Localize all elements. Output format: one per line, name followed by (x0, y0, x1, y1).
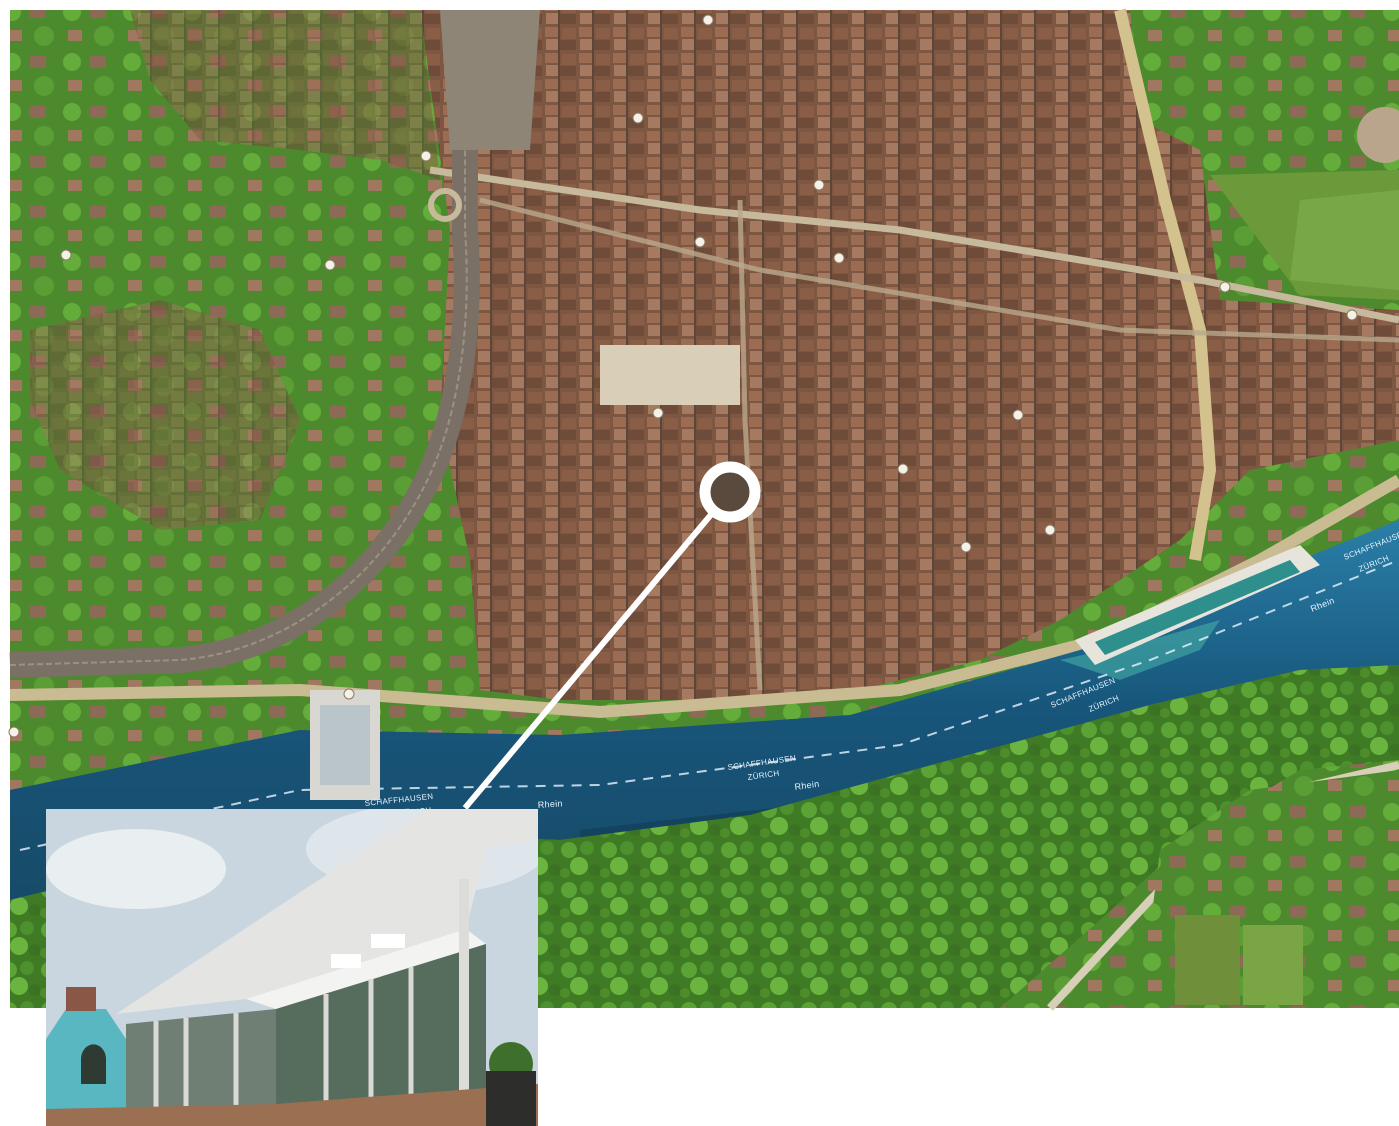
rooftop-pavilion-photo (46, 809, 538, 1126)
poi-dot (1012, 409, 1024, 421)
route-label-1b: ZÜRICH (747, 769, 780, 782)
harbor-pier (310, 690, 380, 800)
poi-dot (8, 726, 20, 738)
railway-tracks (9, 10, 468, 666)
poi-dot (694, 236, 706, 248)
poi-dot (324, 259, 336, 271)
pavilion-glass (126, 1009, 276, 1114)
pavilion-roof (116, 809, 538, 1014)
sports-field (1175, 915, 1240, 1005)
poi-dot (897, 463, 909, 475)
town-square (600, 345, 740, 405)
riverside-road (9, 474, 1399, 719)
poi-dot (702, 14, 714, 26)
poi-markers (8, 14, 1358, 738)
poi-dot (833, 252, 845, 264)
park-lawn-2 (1290, 190, 1399, 290)
poi-dot (632, 112, 644, 124)
old-town-area (420, 10, 1399, 700)
location-ring-icon[interactable] (699, 461, 761, 523)
river-shallows (1060, 620, 1220, 680)
street-vertical (737, 199, 763, 691)
roundabout (428, 188, 462, 222)
marker-connector-line (462, 490, 733, 810)
poi-dot (1346, 309, 1358, 321)
fortress (1357, 107, 1399, 163)
railway-station (440, 10, 540, 150)
west-district (30, 300, 300, 530)
wooden-deck (46, 1084, 538, 1126)
poi-dot (960, 541, 972, 553)
river-bath (1075, 545, 1320, 665)
poi-dot (1219, 281, 1231, 293)
boat-route-line (19, 559, 1399, 851)
river-label-1: Rhein (794, 779, 820, 792)
poi-dot (343, 688, 355, 700)
river-label-2: Rhein (537, 798, 563, 810)
poi-dot (1044, 524, 1056, 536)
river-rhein (10, 520, 1399, 900)
street-north (429, 166, 1399, 324)
north-district (130, 10, 440, 180)
poi-dot (420, 150, 432, 162)
sports-field-2 (1243, 925, 1303, 1005)
poi-dot (60, 249, 72, 261)
poi-dot (813, 179, 825, 191)
main-street-east (1114, 8, 1217, 561)
street-central (479, 197, 1399, 343)
poi-dot (652, 407, 664, 419)
